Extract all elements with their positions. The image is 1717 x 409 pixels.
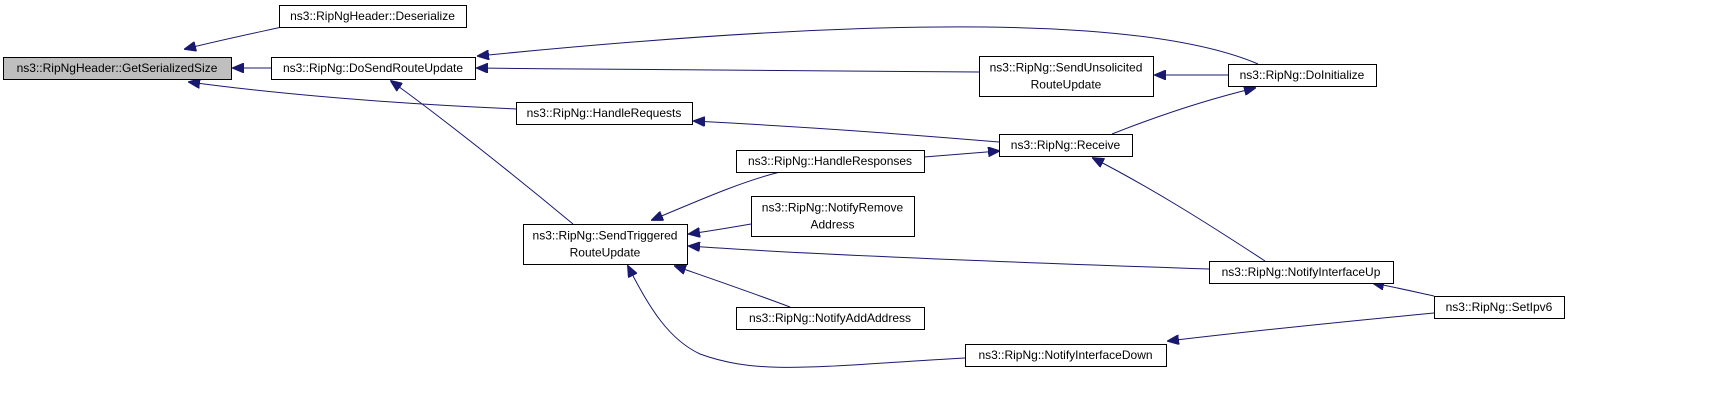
edge-sendunsolicitedrouteupdate-to-dosendrouteupdate <box>477 68 980 72</box>
node-label: ns3::RipNg::NotifyInterfaceUp <box>1222 265 1381 279</box>
edge-setipv6-to-notifyinterfacedown <box>1168 312 1435 341</box>
node-box[interactable] <box>279 5 467 28</box>
edge-handleresponses-to-receive <box>923 151 999 158</box>
node-label: ns3::RipNg::SendUnsolicited <box>990 61 1143 75</box>
node-label: ns3::RipNg::HandleRequests <box>527 106 682 120</box>
node-receive[interactable]: ns3::RipNg::Receive <box>999 134 1133 157</box>
edge-notifyinterfaceup-to-sendtriggeredrouteupdate <box>689 246 1210 270</box>
node-label: ns3::RipNg::NotifyRemove <box>762 201 904 215</box>
node-label: RouteUpdate <box>1031 78 1102 92</box>
node-box[interactable] <box>271 57 476 80</box>
nodes: ns3::RipNgHeader::GetSerializedSizens3::… <box>3 5 1565 367</box>
node-box[interactable] <box>736 150 925 173</box>
node-getserializedsize[interactable]: ns3::RipNgHeader::GetSerializedSize <box>3 57 232 80</box>
node-box[interactable] <box>999 134 1133 157</box>
edges <box>185 26 1435 368</box>
node-label: Address <box>810 218 854 232</box>
node-label: ns3::RipNg::NotifyInterfaceDown <box>978 348 1152 362</box>
edge-notifyremoveaddress-to-sendtriggeredrouteupdate <box>689 223 752 234</box>
node-handlerequests[interactable]: ns3::RipNg::HandleRequests <box>516 102 693 125</box>
node-doinitialize[interactable]: ns3::RipNg::DoInitialize <box>1228 64 1377 87</box>
node-label: ns3::RipNg::Receive <box>1011 138 1121 152</box>
edge-notifyinterfacedown-to-sendtriggeredrouteupdate <box>628 266 966 368</box>
edge-sendtriggeredrouteupdate-to-dosendrouteupdate <box>391 81 574 225</box>
node-label: ns3::RipNg::DoSendRouteUpdate <box>283 61 463 75</box>
node-label: ns3::RipNg::SetIpv6 <box>1446 300 1553 314</box>
edge-deserialize-to-getserializedsize <box>185 26 283 49</box>
node-notifyinterfaceup[interactable]: ns3::RipNg::NotifyInterfaceUp <box>1209 261 1394 284</box>
edge-receive-to-doinitialize <box>1111 88 1255 135</box>
edge-handleresponses-to-sendtriggeredrouteupdate <box>652 171 781 220</box>
node-label: ns3::RipNg::DoInitialize <box>1240 68 1365 82</box>
node-notifyaddaddress[interactable]: ns3::RipNg::NotifyAddAddress <box>736 307 925 330</box>
edge-notifyinterfaceup-to-receive <box>1093 158 1266 262</box>
node-box[interactable] <box>979 56 1154 97</box>
node-label: ns3::RipNgHeader::GetSerializedSize <box>17 61 218 75</box>
node-setipv6[interactable]: ns3::RipNg::SetIpv6 <box>1434 296 1565 319</box>
node-dosendrouteupdate[interactable]: ns3::RipNg::DoSendRouteUpdate <box>271 57 476 80</box>
node-label: RouteUpdate <box>570 246 641 260</box>
edge-receive-to-handlerequests <box>694 121 1000 143</box>
edge-setipv6-to-notifyinterfaceup <box>1373 283 1435 297</box>
node-notifyinterfacedown[interactable]: ns3::RipNg::NotifyInterfaceDown <box>965 344 1167 367</box>
node-box[interactable] <box>516 102 693 125</box>
edge-doinitialize-to-dosendrouteupdate <box>478 26 1259 65</box>
node-box[interactable] <box>1434 296 1565 319</box>
node-deserialize[interactable]: ns3::RipNgHeader::Deserialize <box>279 5 467 28</box>
node-box[interactable] <box>751 196 915 237</box>
node-label: ns3::RipNgHeader::Deserialize <box>290 9 455 23</box>
node-box[interactable] <box>1209 261 1394 284</box>
node-box[interactable] <box>3 57 232 80</box>
node-box[interactable] <box>1228 64 1377 87</box>
edge-notifyaddaddress-to-sendtriggeredrouteupdate <box>675 266 791 308</box>
node-label: ns3::RipNg::HandleResponses <box>748 154 912 168</box>
node-handleresponses[interactable]: ns3::RipNg::HandleResponses <box>736 150 925 173</box>
node-box[interactable] <box>965 344 1167 367</box>
node-label: ns3::RipNg::NotifyAddAddress <box>749 311 911 325</box>
node-label: ns3::RipNg::SendTriggered <box>533 229 678 243</box>
edge-handlerequests-to-getserializedsize <box>189 82 517 110</box>
node-box[interactable] <box>523 224 688 265</box>
node-box[interactable] <box>736 307 925 330</box>
